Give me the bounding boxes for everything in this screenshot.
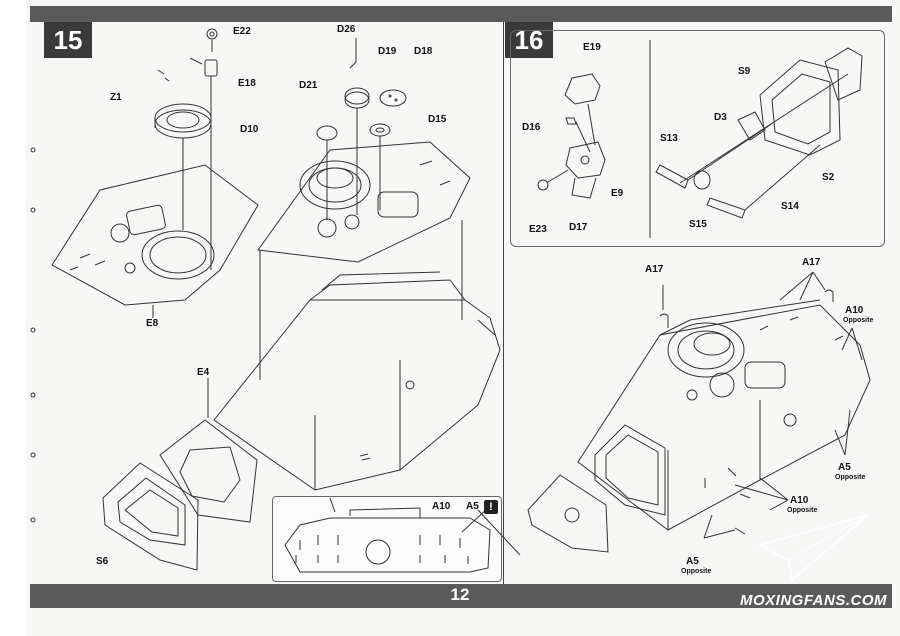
site-watermark: MOXINGFANS.COM — [740, 592, 888, 609]
part-label-e23: E23 — [529, 224, 547, 235]
part-label-d15: D15 — [428, 114, 447, 125]
step-number-16: 16 — [505, 22, 553, 58]
part-label-a10-top: A10 — [845, 305, 864, 316]
step15-detail-box — [272, 496, 502, 582]
opposite-note-a10-top: Opposite — [843, 317, 874, 324]
top-header-bar — [30, 6, 892, 22]
part-label-d16: D16 — [522, 122, 541, 133]
step-divider — [503, 22, 504, 584]
part-label-s9: S9 — [738, 66, 751, 77]
part-label-e18: E18 — [238, 78, 256, 89]
part-label-s15: S15 — [689, 219, 707, 230]
part-label-s6: S6 — [96, 556, 109, 567]
part-label-d18: D18 — [414, 46, 433, 57]
part-label-e19: E19 — [583, 42, 601, 53]
part-label-a5-right: A5 — [838, 462, 851, 473]
part-label-s14: S14 — [781, 201, 799, 212]
part-label-a17-left: A17 — [645, 264, 664, 275]
page-number: 12 — [450, 585, 470, 604]
part-label-d3: D3 — [714, 112, 727, 123]
part-label-d21: D21 — [299, 80, 318, 91]
part-label-e22: E22 — [233, 26, 251, 37]
part-label-e9: E9 — [611, 188, 624, 199]
step-number-15: 15 — [44, 22, 92, 58]
warning-notice-icon: ! — [484, 500, 498, 514]
part-label-d19: D19 — [378, 46, 397, 57]
part-label-e8: E8 — [146, 318, 159, 329]
part-label-a17-right: A17 — [802, 257, 821, 268]
part-label-a5-bottom: A5 — [686, 556, 699, 567]
part-label-d26: D26 — [337, 24, 356, 35]
part-label-z1: Z1 — [110, 92, 122, 103]
opposite-note-a5-right: Opposite — [835, 474, 866, 481]
step16-subassembly-box — [510, 30, 885, 247]
part-label-d10: D10 — [240, 124, 259, 135]
part-label-d17: D17 — [569, 222, 588, 233]
part-label-s13: S13 — [660, 133, 678, 144]
bottom-footer-bar — [30, 584, 892, 608]
part-label-e4: E4 — [197, 367, 210, 378]
binding-edge — [0, 0, 26, 636]
opposite-note-a10-bottom: Opposite — [787, 507, 818, 514]
part-label-s2: S2 — [822, 172, 835, 183]
opposite-note-a5-bottom: Opposite — [681, 568, 712, 575]
detail-label-a10: A10 — [432, 501, 451, 512]
detail-label-a5: A5 — [466, 501, 479, 512]
part-label-a10-bottom: A10 — [790, 495, 809, 506]
